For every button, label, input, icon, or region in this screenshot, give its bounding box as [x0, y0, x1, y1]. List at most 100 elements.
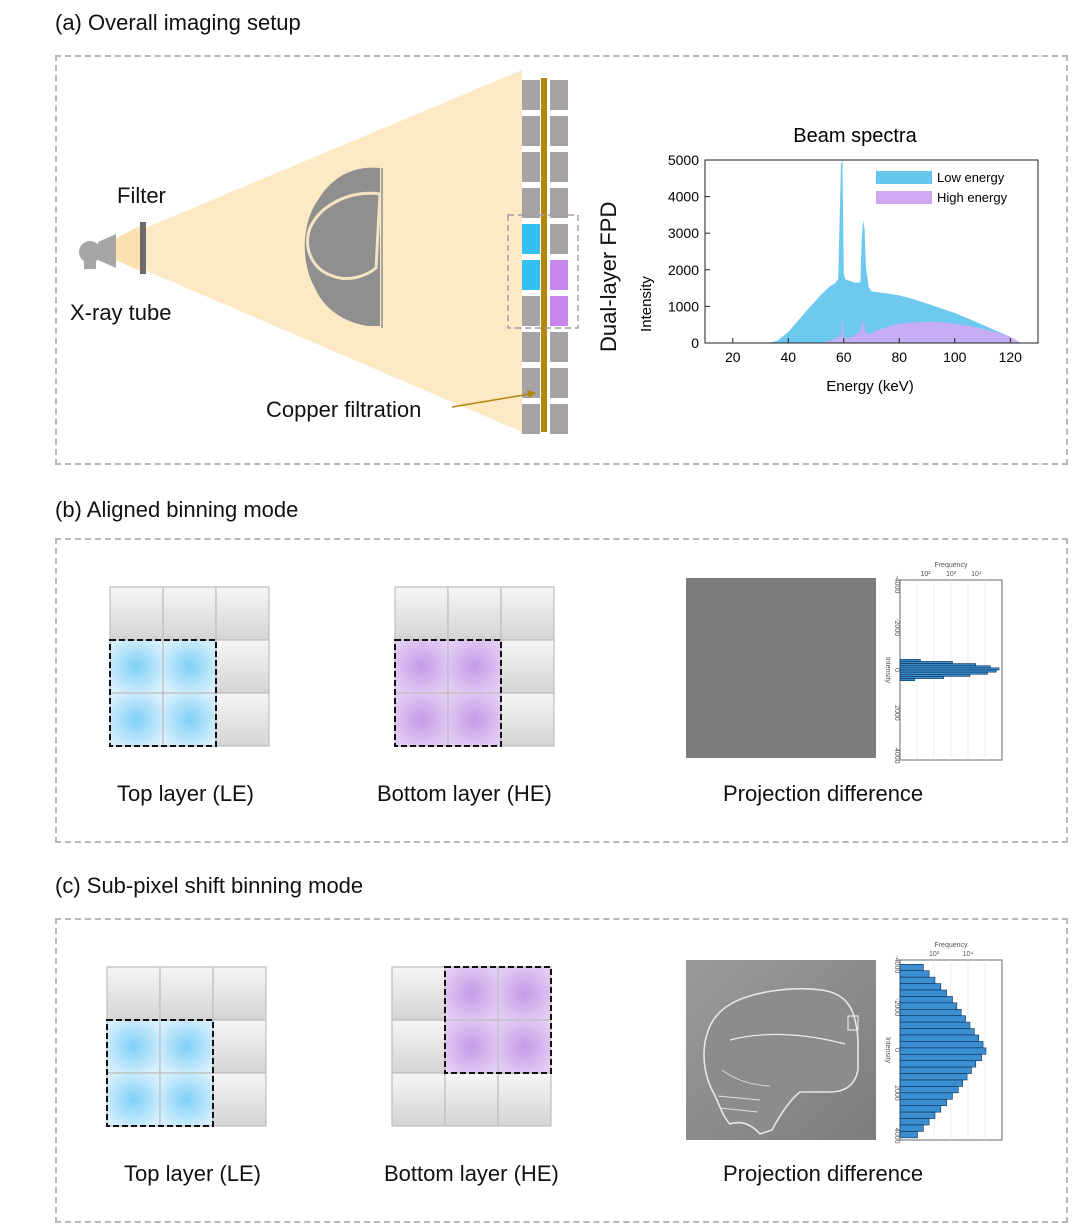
detector-pixel-top	[522, 332, 540, 362]
histogram-bar	[899, 663, 977, 667]
intensity-tick-label: 0	[893, 668, 900, 672]
intensity-tick-label: 0	[893, 1048, 900, 1052]
beam-near-filter	[112, 225, 142, 272]
pixel-cell	[500, 639, 555, 694]
pixel-cell	[162, 586, 217, 641]
x-tick-label: 60	[836, 349, 852, 365]
section-c-title: (c) Sub-pixel shift binning mode	[55, 873, 364, 898]
xray-tube-label: X-ray tube	[70, 300, 172, 325]
histogram-bar	[899, 1066, 972, 1074]
bottom-layer-grid-shift	[391, 966, 552, 1127]
histogram-bar	[899, 1008, 962, 1017]
histogram-bar	[899, 1079, 963, 1087]
intensity-tick-label: 4000	[893, 748, 900, 764]
pixel-cell	[212, 966, 267, 1021]
intensity-tick-label: -4000	[893, 955, 900, 973]
histogram-bar	[899, 989, 947, 997]
section-b-title: (b) Aligned binning mode	[55, 497, 299, 522]
histogram-bar	[899, 669, 997, 673]
detector-pixel-bottom	[550, 332, 568, 362]
binning-box	[109, 639, 217, 747]
binned-pixel	[159, 1019, 214, 1074]
pixel-cell	[159, 966, 214, 1021]
frequency-axis-title: Frequency	[934, 942, 968, 949]
pixel-cell	[444, 1072, 499, 1127]
histogram-bar	[899, 1092, 953, 1100]
detector-pixel-top	[522, 116, 540, 146]
binned-pixel	[444, 1019, 499, 1074]
pixel-cell	[394, 586, 449, 641]
chart-title: Beam spectra	[793, 125, 917, 147]
histogram-bar	[899, 665, 991, 669]
top-layer-grid-shift	[106, 966, 267, 1127]
binning-box	[394, 639, 502, 747]
top-layer-label-c: Top layer (LE)	[124, 1161, 261, 1186]
intensity-axis-title: Intensity	[884, 657, 891, 684]
frequency-axis-title: Frequency	[934, 562, 968, 569]
x-tick-label: 80	[891, 349, 907, 365]
x-tick-label: 120	[999, 349, 1023, 365]
detector-pixel-bottom	[550, 260, 568, 290]
frequency-tick-label: 10³	[946, 571, 957, 578]
head-phantom-icon	[304, 167, 383, 328]
histogram-bar	[899, 1105, 942, 1113]
panel-imaging-setup	[55, 55, 1068, 465]
detector-pixel-top	[522, 80, 540, 110]
binned-pixel	[394, 692, 449, 747]
detector-pixel-bottom	[550, 296, 568, 326]
histogram-bar	[899, 1124, 924, 1132]
projection-label-c: Projection difference	[723, 1161, 924, 1186]
histogram-bar	[899, 1015, 966, 1023]
binned-pixel	[444, 966, 499, 1021]
histogram-bar	[899, 658, 921, 662]
detector-pixel-top	[522, 224, 540, 254]
filter-plate	[140, 222, 146, 274]
detector-pixel-bottom	[550, 224, 568, 254]
binned-pixel	[109, 639, 164, 694]
x-tick-label: 100	[943, 349, 967, 365]
binned-pixel	[162, 692, 217, 747]
y-tick-label: 1000	[668, 298, 699, 314]
pixel-cell	[391, 1072, 446, 1127]
chart-xlabel: Energy (keV)	[826, 378, 914, 395]
detector-pixels	[522, 80, 568, 434]
bottom-layer-label-c: Bottom layer (HE)	[384, 1161, 559, 1186]
intensity-tick-label: 2000	[893, 705, 900, 721]
histogram-bar	[899, 1041, 984, 1049]
detector-pixel-top	[522, 260, 540, 290]
binned-pixel	[447, 692, 502, 747]
legend-label: Low energy	[937, 170, 1005, 185]
histogram-bar	[899, 1028, 975, 1036]
y-tick-label: 2000	[668, 262, 699, 278]
detector-pixel-top	[522, 404, 540, 434]
detector-pixel-bottom	[550, 80, 568, 110]
xray-tube-icon	[79, 234, 116, 269]
binned-pixel	[394, 639, 449, 694]
histogram-bar	[899, 1021, 971, 1029]
pixel-cell	[215, 692, 270, 747]
pixel-cell	[215, 639, 270, 694]
section-a-title: (a) Overall imaging setup	[55, 10, 301, 35]
copper-filtration-label: Copper filtration	[266, 397, 422, 422]
detector-zoom-box	[507, 214, 579, 329]
histogram-bar	[899, 976, 936, 984]
pixel-cell	[497, 1072, 552, 1127]
histogram-bar	[899, 970, 930, 978]
frequency-tick-label: 10³	[929, 951, 940, 958]
detector-pixel-bottom	[550, 116, 568, 146]
y-tick-label: 5000	[668, 152, 699, 168]
top-layer-label-b: Top layer (LE)	[117, 781, 254, 806]
binned-pixel	[162, 639, 217, 694]
histogram-bar	[899, 1002, 958, 1010]
histogram-bar	[899, 661, 953, 664]
histogram-bar	[899, 671, 988, 675]
bottom-layer-label-b: Bottom layer (HE)	[377, 781, 552, 806]
histogram-bar	[899, 996, 953, 1004]
binned-pixel	[447, 639, 502, 694]
histogram-bar	[899, 1098, 947, 1107]
histogram-bar	[899, 1118, 930, 1126]
detector-pixel-top	[522, 188, 540, 218]
